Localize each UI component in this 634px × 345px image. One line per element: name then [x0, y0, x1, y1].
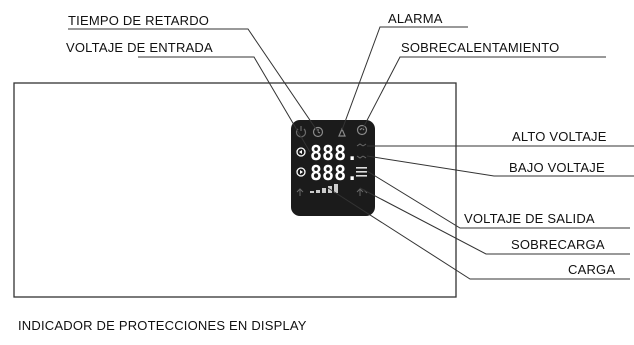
load-arrow-icon [296, 188, 304, 196]
leader-alarma [341, 26, 468, 131]
overheat-icon [356, 124, 368, 136]
diagram-caption: INDICADOR DE PROTECCIONES EN DISPLAY [18, 318, 307, 333]
leader-voltaje-entrada [138, 56, 311, 153]
leader-tiempo-retardo [68, 28, 319, 133]
leader-sobrecarga [359, 187, 630, 255]
label-bajo-voltaje: BAJO VOLTAJE [509, 160, 605, 175]
label-alto-voltaje: ALTO VOLTAJE [512, 129, 607, 144]
device-panel [13, 82, 457, 298]
leader-carga [327, 187, 630, 280]
input-voltage-digits: 888. [310, 141, 358, 165]
leader-lines [68, 26, 634, 280]
label-sobrecarga: SOBRECARGA [511, 237, 605, 252]
output-voltage-digits: 888. [310, 161, 358, 185]
label-voltaje-salida: VOLTAJE DE SALIDA [464, 211, 595, 226]
label-tiempo-retardo: TIEMPO DE RETARDO [68, 13, 210, 28]
leader-bajo-voltaje [366, 155, 634, 177]
output-voltage-icon [296, 167, 306, 177]
alarm-icon [338, 127, 346, 137]
label-carga: CARGA [568, 262, 616, 277]
input-voltage-icon [296, 147, 306, 157]
high-voltage-icon [356, 143, 367, 147]
led-display: 888. 888. [291, 120, 375, 216]
label-alarma: ALARMA [388, 11, 443, 26]
label-sobrecalentamiento: SOBRECALENTAMIENTO [401, 40, 560, 55]
leader-sobrecalentamiento [361, 56, 606, 131]
label-voltaje-entrada: VOLTAJE DE ENTRADA [66, 40, 213, 55]
leader-voltaje-salida [366, 170, 630, 229]
low-voltage-icon [356, 155, 367, 159]
output-meter-icon [356, 167, 367, 177]
